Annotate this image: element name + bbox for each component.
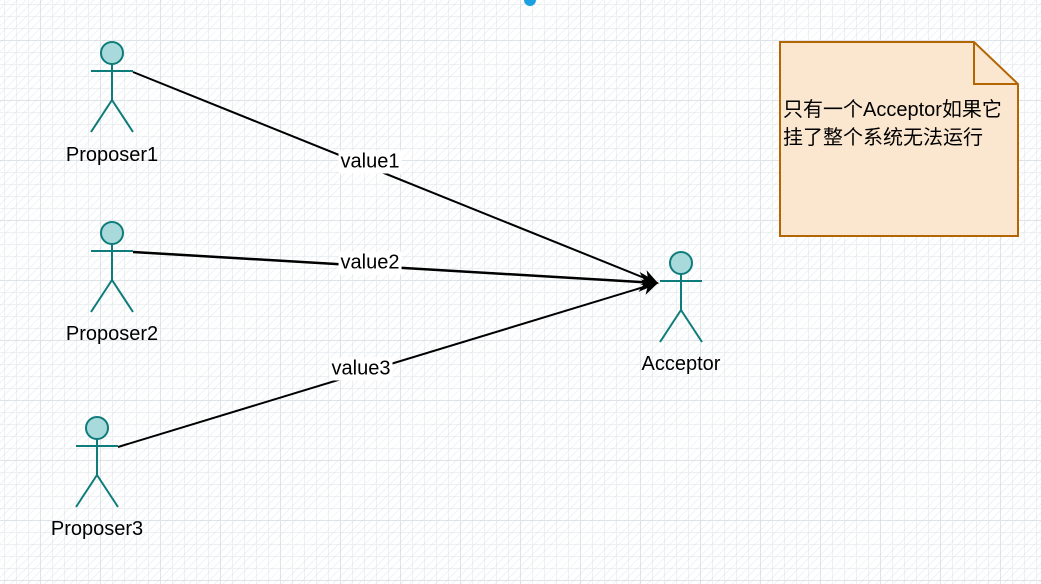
- actor-head: [100, 221, 124, 245]
- actor-head: [85, 416, 109, 440]
- actor-left-leg: [659, 309, 682, 343]
- edge-label-value3: value3: [329, 357, 393, 381]
- actor-label-acceptor: Acceptor: [641, 353, 721, 375]
- actor-label-proposer1: Proposer1: [65, 144, 159, 166]
- actor-proposer1[interactable]: [90, 41, 134, 133]
- actor-head: [669, 251, 693, 275]
- actor-proposer3[interactable]: [75, 416, 119, 508]
- selection-dot: [524, 0, 536, 6]
- note-text: 只有一个Acceptor如果它挂了整个系统无法运行: [783, 99, 1002, 149]
- actor-left-leg: [75, 474, 98, 508]
- actor-label-proposer3: Proposer3: [50, 518, 144, 540]
- edge-value1[interactable]: [132, 71, 659, 286]
- actor-right-leg: [680, 309, 703, 343]
- note-fold: [973, 42, 1018, 85]
- actor-head: [100, 41, 124, 65]
- edge-label-value1: value1: [338, 150, 402, 174]
- note-shape[interactable]: [779, 41, 1019, 237]
- actor-left-leg: [90, 279, 113, 313]
- edge-label-value2: value2: [338, 251, 402, 275]
- actor-acceptor[interactable]: [659, 251, 703, 343]
- actor-right-leg: [111, 279, 134, 313]
- actor-right-leg: [96, 474, 119, 508]
- actor-label-proposer2: Proposer2: [65, 323, 159, 345]
- actor-proposer2[interactable]: [90, 221, 134, 313]
- actor-right-leg: [111, 99, 134, 133]
- actor-left-leg: [90, 99, 113, 133]
